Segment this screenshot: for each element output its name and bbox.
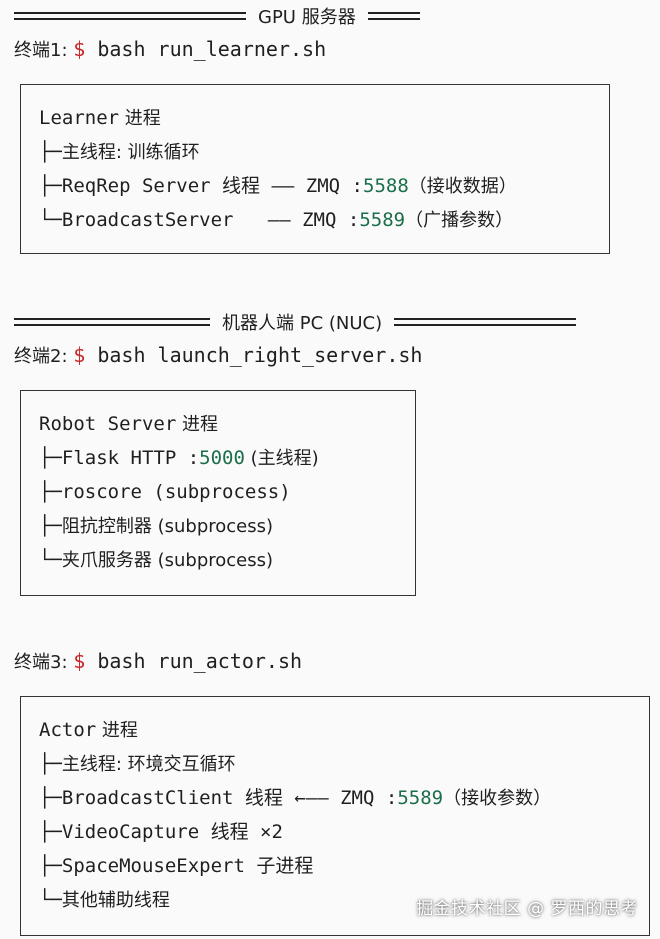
port-number: 5589 (397, 787, 444, 809)
process-row: └─夹爪服务器 (subprocess) (39, 543, 273, 577)
process-box-robot-server: Robot Server 进程 ├─Flask HTTP :5000 (主线程)… (20, 390, 416, 596)
process-row: ├─Flask HTTP :5000 (主线程) (39, 441, 319, 475)
section-header-title: GPU 服务器 (258, 7, 356, 28)
prompt-dollar: $ (73, 343, 86, 367)
tree-branch: ├─ (39, 855, 62, 877)
tree-branch: ├─ (39, 141, 62, 163)
process-row: └─BroadcastServer —— ZMQ :5589（广播参数） (39, 203, 513, 237)
tree-branch: └─ (39, 889, 62, 911)
double-rule-left (14, 318, 210, 326)
row-text: 夹爪服务器 (subprocess) (61, 550, 274, 571)
process-title: Actor 进程 (39, 713, 138, 747)
row-text: 其他辅助线程 (61, 890, 170, 911)
process-box-learner: Learner 进程 ├─主线程: 训练循环 ├─ReqRep Server 线… (20, 84, 610, 254)
process-row: ├─主线程: 训练循环 (39, 135, 200, 169)
terminal-label: 终端2: (14, 346, 74, 367)
command-text: bash run_actor.sh (85, 649, 303, 673)
row-tail: (主线程) (244, 448, 319, 469)
process-title: Robot Server 进程 (39, 407, 218, 441)
section-header-title: 机器人端 PC (NUC) (222, 313, 383, 334)
double-rule-right (367, 12, 420, 20)
tree-branch: ├─ (39, 175, 62, 197)
prompt-dollar: $ (73, 37, 86, 61)
tree-branch: ├─ (39, 515, 62, 537)
command-line-2: 终端2: $ bash launch_right_server.sh (14, 338, 422, 372)
section-header-robot-pc: 机器人端 PC (NUC) (14, 310, 577, 334)
tree-branch: ├─ (39, 481, 62, 503)
command-line-3: 终端3: $ bash run_actor.sh (14, 644, 302, 678)
process-row: ├─BroadcastClient 线程 ←—— ZMQ :5589（接收参数） (39, 781, 551, 815)
command-text: bash run_learner.sh (85, 37, 327, 61)
process-row: ├─SpaceMouseExpert 子进程 (39, 849, 313, 883)
terminal-label: 终端1: (14, 40, 74, 61)
tree-branch: ├─ (39, 753, 62, 775)
process-row: ├─VideoCapture 线程 ×2 (39, 815, 283, 849)
row-text: VideoCapture 线程 ×2 (61, 821, 283, 843)
prompt-dollar: $ (73, 649, 86, 673)
row-text: SpaceMouseExpert 子进程 (61, 855, 314, 877)
tree-branch: └─ (39, 549, 62, 571)
row-text: 主线程: 训练循环 (61, 142, 200, 163)
terminal-label: 终端3: (14, 652, 74, 673)
command-text: bash launch_right_server.sh (85, 343, 423, 367)
process-name: Actor (39, 719, 97, 741)
process-row: ├─roscore (subprocess) (39, 475, 291, 509)
process-title: Learner 进程 (39, 101, 161, 135)
row-text: roscore (subprocess) (61, 481, 291, 503)
row-text: BroadcastServer —— ZMQ : (61, 209, 360, 231)
section-header-gpu: GPU 服务器 (14, 4, 420, 28)
row-tail: （接收参数） (443, 788, 552, 809)
port-number: 5589 (359, 209, 406, 231)
row-text: 阻抗控制器 (subprocess) (61, 516, 274, 537)
process-suffix: 进程 (96, 720, 138, 741)
tree-branch: ├─ (39, 447, 62, 469)
row-tail: （广播参数） (405, 210, 514, 231)
row-text: 主线程: 环境交互循环 (61, 754, 236, 775)
process-name: Robot Server (39, 413, 177, 435)
row-text: Flask HTTP : (61, 447, 200, 469)
process-suffix: 进程 (119, 108, 161, 129)
port-number: 5000 (199, 447, 245, 469)
process-row: ├─主线程: 环境交互循环 (39, 747, 236, 781)
port-number: 5588 (363, 175, 409, 197)
tree-branch: ├─ (39, 787, 62, 809)
tree-branch: └─ (39, 209, 62, 231)
tree-branch: ├─ (39, 821, 62, 843)
row-text: ReqRep Server 线程 —— ZMQ : (61, 175, 363, 197)
double-rule-left (14, 12, 246, 20)
process-suffix: 进程 (176, 414, 219, 435)
row-tail: （接收数据） (408, 176, 517, 197)
process-row: ├─ReqRep Server 线程 —— ZMQ :5588（接收数据） (39, 169, 517, 203)
double-rule-right (394, 318, 577, 326)
command-line-1: 终端1: $ bash run_learner.sh (14, 32, 326, 66)
process-box-actor: Actor 进程 ├─主线程: 环境交互循环 ├─BroadcastClient… (20, 696, 650, 936)
process-row: ├─阻抗控制器 (subprocess) (39, 509, 273, 543)
process-row: └─其他辅助线程 (39, 883, 170, 917)
watermark-text: 掘金技术社区 @ 罗西的思考 (416, 899, 638, 919)
row-text: BroadcastClient 线程 ←—— ZMQ : (61, 787, 398, 809)
process-name: Learner (39, 107, 120, 129)
